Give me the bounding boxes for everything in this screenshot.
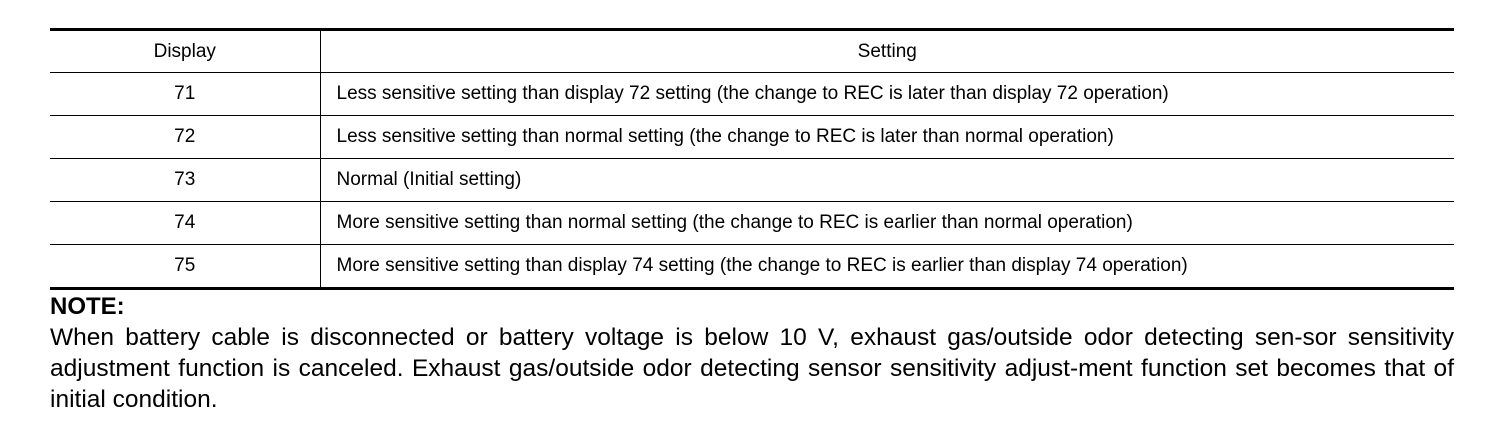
note-title: NOTE: xyxy=(50,293,125,320)
display-value: 73 xyxy=(50,158,321,202)
table-row: 73 Normal (Initial setting) xyxy=(50,158,1454,202)
table-row: 74 More sensitive setting than normal se… xyxy=(50,201,1454,245)
setting-description: More sensitive setting than display 74 s… xyxy=(320,244,1454,290)
setting-description: More sensitive setting than normal setti… xyxy=(320,201,1454,245)
table-row: 72 Less sensitive setting than normal se… xyxy=(50,115,1454,159)
setting-description: Normal (Initial setting) xyxy=(320,158,1454,202)
header-display: Display xyxy=(50,28,321,73)
setting-description: Less sensitive setting than normal setti… xyxy=(320,115,1454,159)
display-value: 74 xyxy=(50,201,321,245)
table-row: 71 Less sensitive setting than display 7… xyxy=(50,72,1454,116)
display-value: 72 xyxy=(50,115,321,159)
document-page: Display Setting 71 Less sensitive settin… xyxy=(50,28,1454,415)
note-body: When battery cable is disconnected or ba… xyxy=(50,324,1454,413)
display-value: 75 xyxy=(50,244,321,290)
table-row: 75 More sensitive setting than display 7… xyxy=(50,244,1454,290)
display-value: 71 xyxy=(50,72,321,116)
header-setting: Setting xyxy=(320,28,1454,73)
table-header-row: Display Setting xyxy=(50,28,1454,73)
setting-description: Less sensitive setting than display 72 s… xyxy=(320,72,1454,116)
note-section: NOTE: When battery cable is disconnected… xyxy=(50,292,1454,415)
display-setting-table: Display Setting 71 Less sensitive settin… xyxy=(50,28,1454,290)
